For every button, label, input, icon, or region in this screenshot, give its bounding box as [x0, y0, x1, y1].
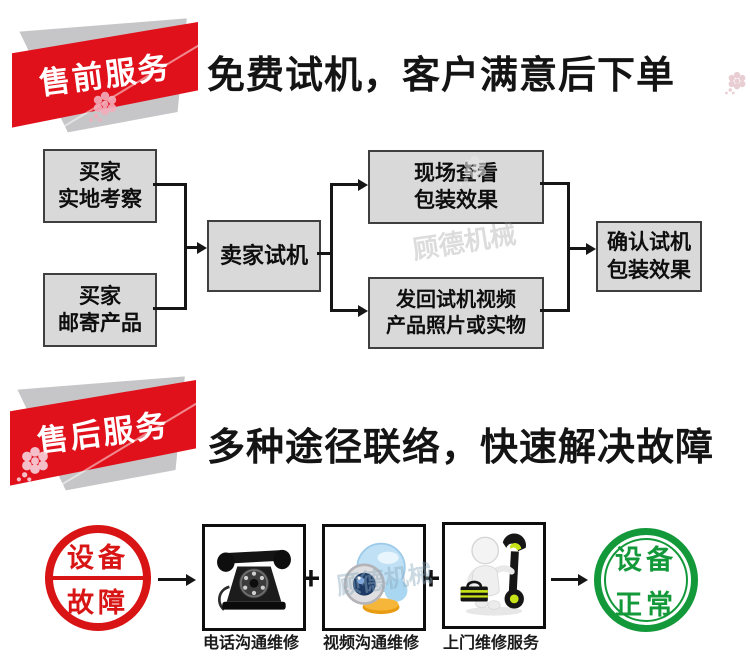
flow-box-buyer-mail: 买家 邮寄产品	[43, 273, 157, 347]
repair-step-label: 上门维修服务	[442, 635, 539, 652]
box-line: 卖家试机	[219, 242, 308, 268]
connector-line	[540, 309, 570, 312]
normal-stamp: 设备 正常	[594, 528, 698, 632]
flower-watermark-icon	[85, 84, 125, 124]
flower-watermark-icon	[455, 148, 495, 188]
flower-watermark-icon	[12, 438, 58, 484]
presale-ribbon: 售前服务	[12, 16, 198, 136]
connector-line	[317, 252, 332, 255]
flow-box-send-back: 发回试机视频 产品照片或实物	[368, 277, 544, 349]
box-line: 包装效果	[414, 189, 498, 212]
connector-line	[551, 578, 578, 581]
arrowhead-icon	[358, 305, 368, 317]
repair-step-box	[442, 522, 546, 629]
presale-headline: 免费试机，客户满意后下单	[207, 55, 676, 97]
stamp-line: 故障	[67, 588, 129, 618]
plus-sign: +	[421, 560, 441, 596]
connector-line	[569, 247, 586, 250]
stamp-inner-ring	[604, 538, 688, 622]
telephone-icon	[217, 549, 291, 611]
flow-box-seller-test: 卖家试机	[207, 220, 321, 292]
flow-box-buyer-visit: 买家 实地考察	[43, 149, 157, 223]
stamp-divider	[45, 576, 151, 580]
connector-line	[540, 182, 570, 185]
box-line: 发回试机视频	[396, 289, 516, 311]
stamp-line: 设备	[67, 543, 129, 573]
flower-watermark-icon	[722, 66, 750, 96]
webcam-icon	[343, 542, 408, 614]
arrowhead-icon	[186, 574, 196, 586]
connector-line	[158, 578, 186, 581]
connector-line	[186, 246, 197, 249]
box-line: 产品照片或实物	[386, 315, 526, 337]
video-step-label: 视频沟通维修	[322, 635, 419, 652]
connector-line	[332, 309, 358, 312]
fault-stamp: 设备 故障	[45, 525, 151, 631]
connector-line	[153, 307, 186, 310]
repairman-icon	[460, 532, 526, 616]
box-line: 买家	[79, 160, 121, 184]
phone-step-label: 电话沟通维修	[202, 635, 299, 652]
connector-line	[153, 183, 186, 186]
plus-sign: +	[301, 560, 321, 596]
connector-line	[332, 183, 358, 186]
phone-step-box	[202, 524, 306, 631]
arrowhead-icon	[578, 574, 588, 586]
aftersale-ribbon: 售后服务	[10, 374, 196, 494]
arrowhead-icon	[358, 179, 368, 191]
box-line: 包装效果	[607, 258, 691, 282]
box-line: 邮寄产品	[58, 312, 142, 335]
box-line: 实地考察	[58, 188, 142, 211]
box-line: 买家	[79, 284, 121, 308]
arrowhead-icon	[586, 243, 596, 255]
connector-line	[330, 183, 333, 312]
flow-box-confirm: 确认试机 包装效果	[596, 221, 702, 292]
aftersale-headline: 多种途径联络，快速解决故障	[207, 427, 715, 469]
connector-line	[567, 182, 570, 312]
box-line: 确认试机	[607, 231, 691, 255]
connector-line	[184, 183, 187, 310]
video-step-box	[322, 524, 426, 631]
arrowhead-icon	[197, 242, 207, 254]
